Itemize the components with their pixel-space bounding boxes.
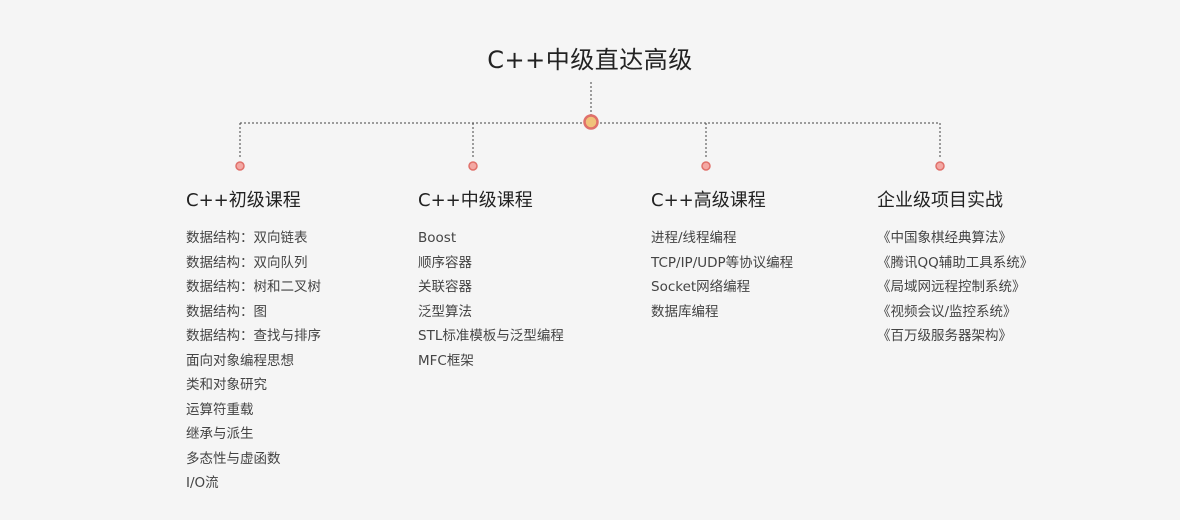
topic-item: 多态性与虚函数 [186,450,281,467]
node-3 [935,161,945,171]
topic-item: 数据结构：查找与排序 [186,328,321,344]
topic-item: 数据结构：树和二叉树 [186,279,321,295]
topic-item: 类和对象研究 [186,377,267,393]
topic-item: Socket网络编程 [651,279,751,295]
topic-item: 数据库编程 [651,303,719,320]
column-title: 企业级项目实战 [877,190,1003,211]
topic-list: 数据结构：双向链表数据结构：双向队列数据结构：树和二叉树数据结构：图数据结构：查… [186,226,416,496]
topic-item: 《腾讯QQ辅助工具系统》 [877,254,1034,271]
course-column-projects: 企业级项目实战 《中国象棋经典算法》《腾讯QQ辅助工具系统》《局域网远程控制系统… [877,188,1107,349]
topic-item: 《视频会议/监控系统》 [877,303,1017,320]
topic-item: 数据结构：双向链表 [186,230,308,246]
topic-list: 进程/线程编程 TCP/IP/UDP等协议编程 Socket网络编程数据库编程 [651,226,881,324]
topic-item: I/O流 [186,475,219,491]
node-0 [235,161,245,171]
column-title: C++中级课程 [418,190,533,211]
course-column-intermediate: C++中级课程 Boost 顺序容器关联容器泛型算法 STL标准模板与泛型编程 MFC… [418,188,648,373]
topic-item: Boost [418,230,457,246]
tree-connectors [235,82,945,171]
node-2 [701,161,711,171]
topic-item: STL标准模板与泛型编程 [418,328,564,344]
course-column-beginner: C++初级课程 数据结构：双向链表数据结构：双向队列数据结构：树和二叉树数据结构… [186,188,416,496]
diagram-title: C++中级直达高级 [487,46,693,74]
topic-item: 数据结构：双向队列 [186,254,308,271]
column-title: C++高级课程 [651,190,766,211]
node-1 [468,161,478,171]
topic-item: 面向对象编程思想 [186,352,294,369]
topic-item: 泛型算法 [418,303,472,320]
column-title: C++初级课程 [186,190,301,211]
course-column-advanced: C++高级课程 进程/线程编程 TCP/IP/UDP等协议编程 Socket网络编程… [651,188,881,324]
topic-item: 运算符重载 [186,401,254,418]
topic-item: 继承与派生 [186,426,254,442]
topic-item: MFC框架 [418,352,474,369]
hub-node [583,114,599,130]
topic-item: TCP/IP/UDP等协议编程 [651,254,794,271]
topic-item: 关联容器 [418,279,472,295]
topic-item: 进程/线程编程 [651,230,737,246]
topic-item: 顺序容器 [418,254,472,271]
topic-item: 《局域网远程控制系统》 [877,279,1026,295]
topic-item: 《百万级服务器架构》 [877,328,1012,344]
topic-list: 《中国象棋经典算法》《腾讯QQ辅助工具系统》《局域网远程控制系统》《视频会议/监… [877,226,1107,349]
topic-item: 《中国象棋经典算法》 [877,230,1012,246]
topic-item: 数据结构：图 [186,303,267,320]
topic-list: Boost 顺序容器关联容器泛型算法 STL标准模板与泛型编程 MFC框架 [418,226,648,373]
